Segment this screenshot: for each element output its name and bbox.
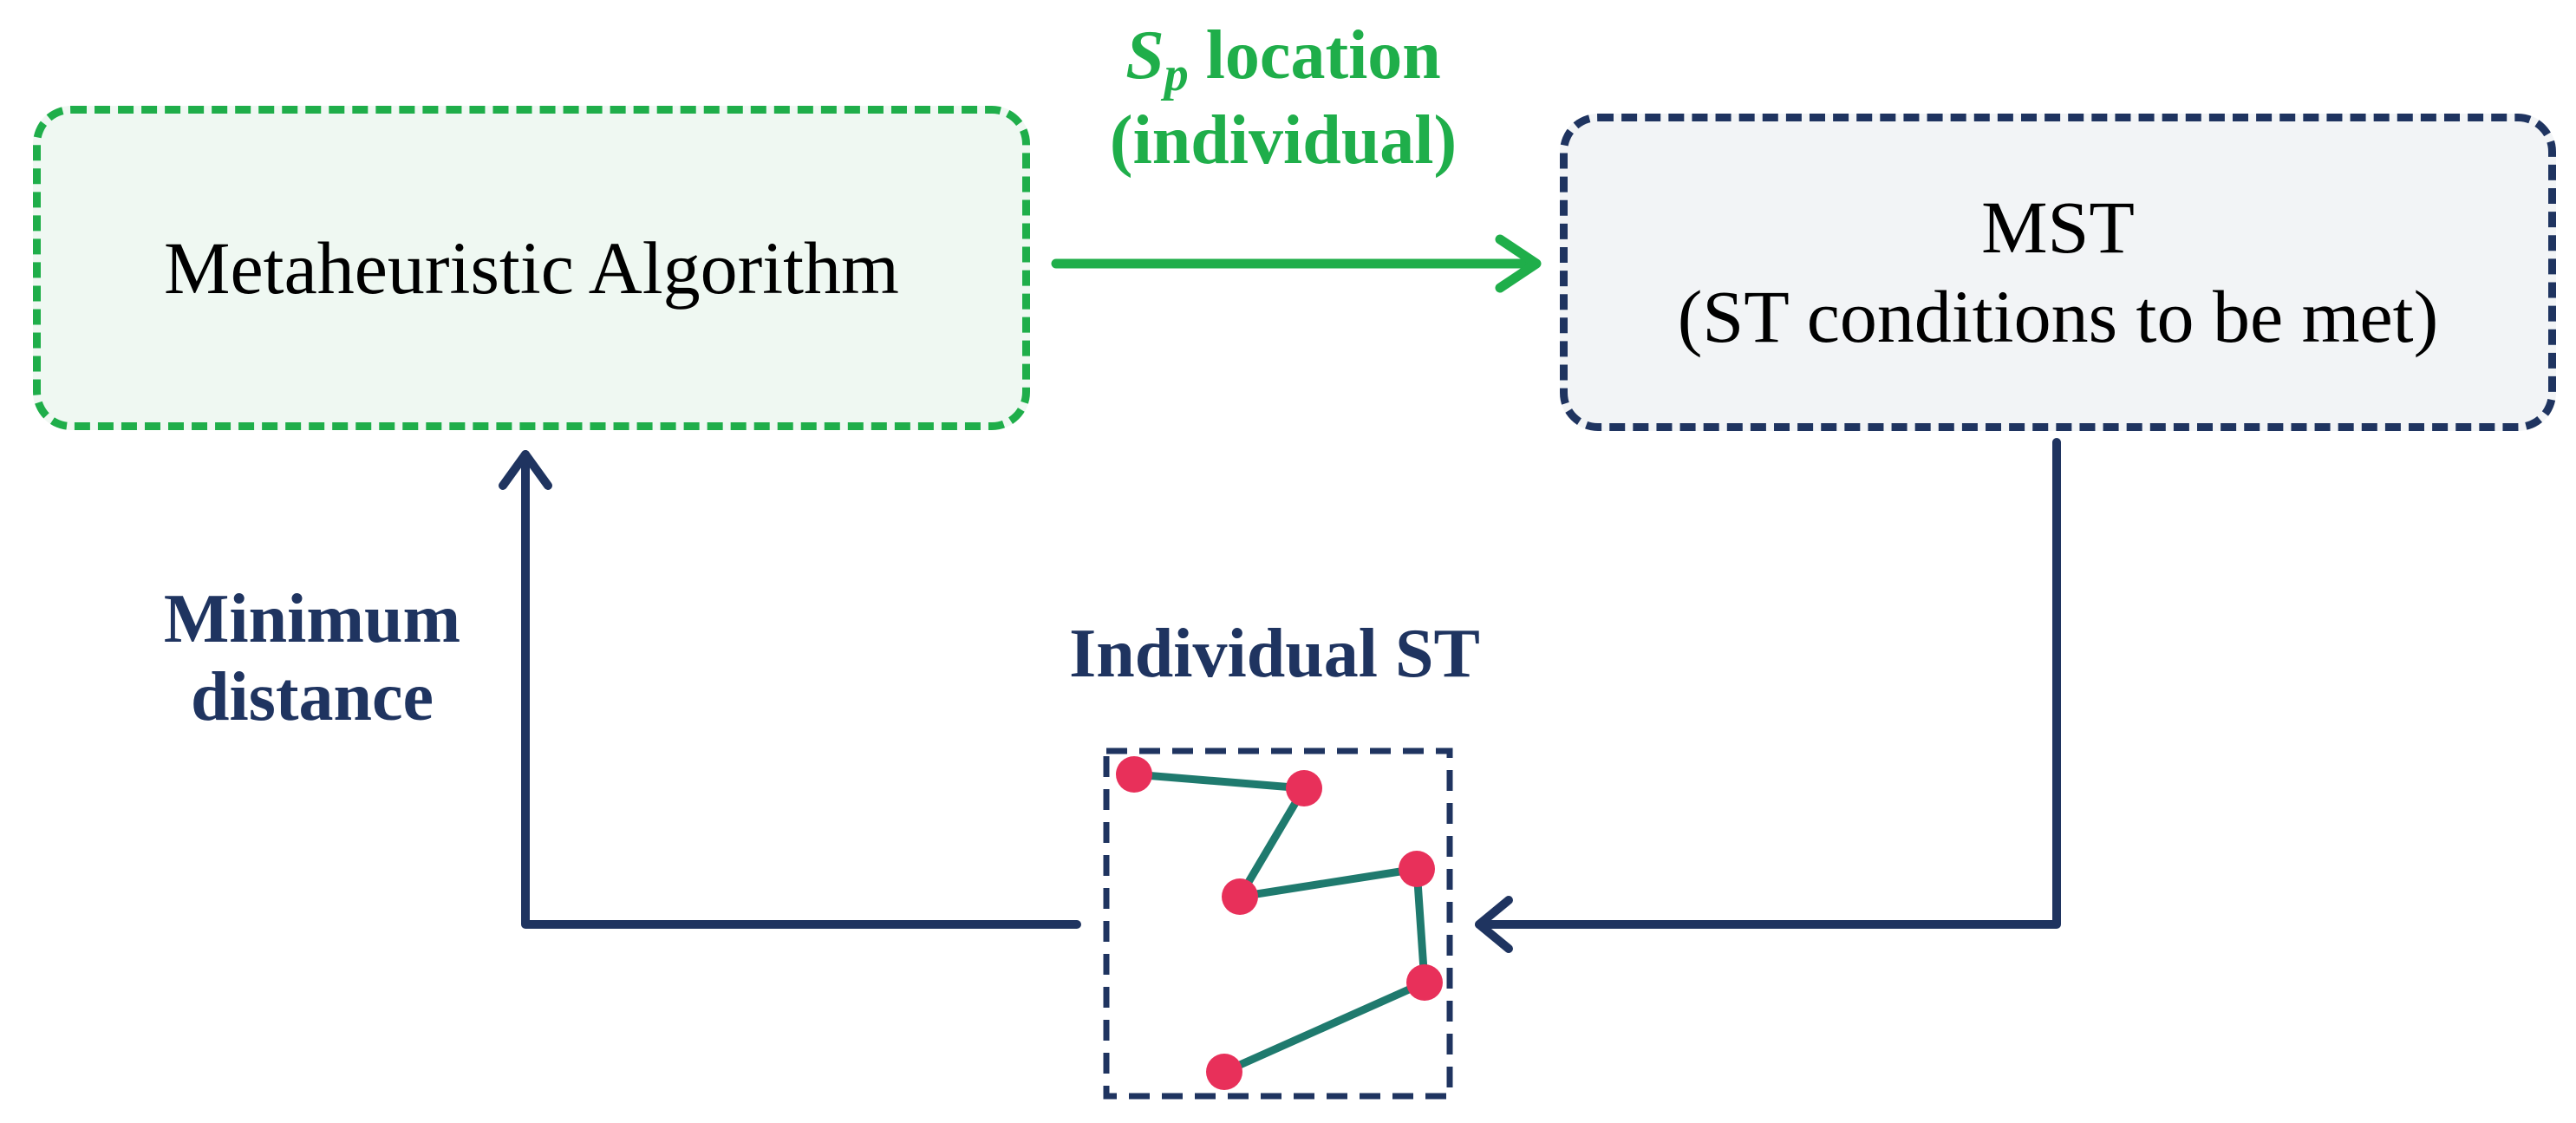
sp-location-line1: Sp location [1023,17,1543,102]
sp-location-text: location [1188,17,1441,94]
mst-box: MST (ST conditions to be met) [1560,114,2556,431]
sp-location-arrow [1051,234,1542,293]
minimum-distance-line1: Minimum [163,581,461,657]
individual-st-label: Individual ST [1069,616,1480,692]
minimum-distance-label: Minimum distance [104,581,520,736]
mst-title: MST [1981,185,2135,269]
mst-to-st-arrow [1475,438,2061,953]
tree-node [1399,851,1435,887]
tree-edge [1236,865,1421,901]
minimum-distance-line2: distance [191,658,434,735]
tree-node [1406,964,1443,1001]
spanning-tree-nodes [1116,756,1443,1090]
tree-node [1222,878,1258,915]
tree-edge [1412,865,1429,987]
sp-location-line2: (individual) [1109,101,1458,179]
tree-edge [1220,978,1429,1076]
spanning-tree-edges [1130,770,1429,1076]
sp-location-label: Sp location (individual) [1023,17,1543,180]
sp-subscript: p [1164,48,1189,101]
metaheuristic-algorithm-label: Metaheuristic Algorithm [164,226,899,310]
minimum-distance-arrow [499,450,1081,929]
sp-symbol: Sp [1125,17,1189,101]
individual-st-box [1103,748,1453,1100]
tree-edge [1130,770,1308,793]
tree-edge [1236,784,1308,901]
metaheuristic-algorithm-box: Metaheuristic Algorithm [33,106,1030,430]
tree-node [1286,770,1322,806]
tree-node [1116,756,1152,793]
mst-subtitle: (ST conditions to be met) [1677,275,2439,358]
tree-node [1206,1054,1242,1090]
